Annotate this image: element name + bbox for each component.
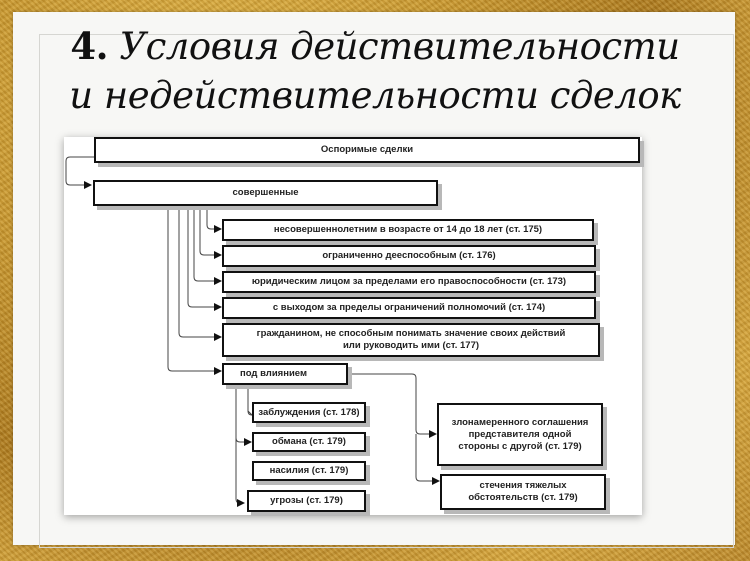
diagram: Оспоримые сделки совершенные несовершенн… bbox=[64, 137, 642, 515]
box-root-contestable-deals: Оспоримые сделки bbox=[94, 137, 640, 163]
slide-inner-border bbox=[39, 34, 734, 548]
box-label: Оспоримые сделки bbox=[320, 144, 414, 155]
slide-title: 4. Условия действительности и недействит… bbox=[60, 22, 690, 120]
box-under-influence: под влиянием bbox=[222, 363, 348, 385]
box-label: заблуждения (ст. 178) bbox=[258, 406, 360, 418]
box-threat: угрозы (ст. 179) bbox=[247, 490, 366, 512]
box-violence: насилия (ст. 179) bbox=[252, 461, 366, 481]
box-label: с выходом за пределы ограничений полномо… bbox=[272, 302, 546, 313]
box-malicious-agreement: злонамеренного соглашения представителя … bbox=[437, 403, 603, 466]
box-label: гражданином, не способным понимать значе… bbox=[256, 328, 566, 351]
box-legal-entity-beyond-capacity: юридическим лицом за пределами его право… bbox=[222, 271, 596, 293]
box-beyond-authority: с выходом за пределы ограничений полномо… bbox=[222, 297, 596, 319]
box-fraud: обмана (ст. 179) bbox=[252, 432, 366, 452]
box-label: стечения тяжелых обстоятельств (ст. 179) bbox=[468, 480, 578, 503]
title-text: Условия действительности и недействитель… bbox=[69, 25, 681, 117]
box-limited-capacity: ограниченно дееспособным (ст. 176) bbox=[222, 245, 596, 267]
title-number: 4. bbox=[70, 24, 109, 68]
box-label: ограниченно дееспособным (ст. 176) bbox=[322, 250, 496, 261]
box-label: несовершеннолетним в возрасте от 14 до 1… bbox=[273, 224, 543, 235]
box-incapable-citizen: гражданином, не способным понимать значе… bbox=[222, 323, 600, 357]
box-hard-circumstances: стечения тяжелых обстоятельств (ст. 179) bbox=[440, 474, 606, 510]
box-label: под влиянием bbox=[240, 368, 307, 379]
box-label: юридическим лицом за пределами его право… bbox=[251, 276, 567, 287]
box-label: совершенные bbox=[232, 187, 299, 198]
box-label: злонамеренного соглашения представителя … bbox=[451, 416, 589, 452]
box-minor-14-18: несовершеннолетним в возрасте от 14 до 1… bbox=[222, 219, 594, 241]
box-label: угрозы (ст. 179) bbox=[270, 495, 343, 506]
box-label: обмана (ст. 179) bbox=[272, 436, 346, 447]
box-label: насилия (ст. 179) bbox=[269, 465, 349, 476]
box-mistake: заблуждения (ст. 178) bbox=[252, 402, 366, 423]
box-committed: совершенные bbox=[93, 180, 438, 206]
